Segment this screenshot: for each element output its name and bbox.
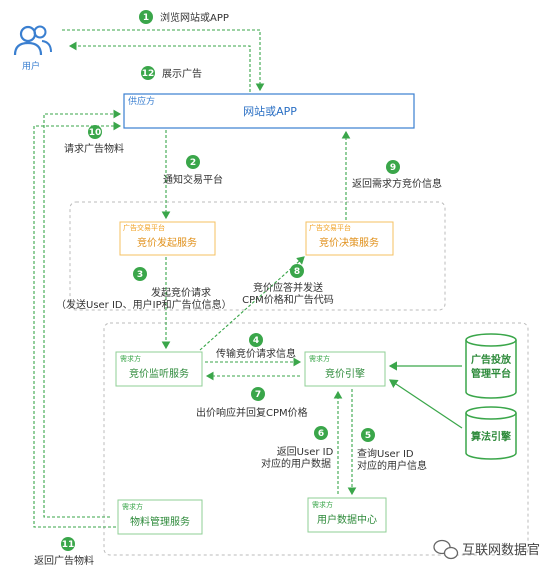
badge-6: 6 <box>314 426 328 440</box>
user-data-tag: 需求方 <box>312 500 333 509</box>
badge-5: 5 <box>361 428 375 442</box>
material-mgmt-box <box>117 499 203 535</box>
step-10-label: 请求广告物料 <box>64 142 124 155</box>
badge-8: 8 <box>290 264 304 278</box>
wechat-logo-icon <box>433 539 459 560</box>
supply-tag: 供应方 <box>128 95 155 107</box>
step-3-label-2: （发送User ID、用户IP和广告位信息） <box>56 298 232 311</box>
svg-text:3: 3 <box>137 270 143 280</box>
algo-engine-db-icon <box>465 406 517 460</box>
ad-platform-db-icon <box>465 333 517 399</box>
svg-text:7: 7 <box>255 390 261 400</box>
svg-text:2: 2 <box>190 158 196 168</box>
bid-engine-tag: 需求方 <box>309 354 330 363</box>
svg-text:10: 10 <box>89 128 102 138</box>
bid-engine-label: 竞价引擎 <box>325 367 365 380</box>
step-8-label-2: CPM价格和广告代码 <box>242 293 334 306</box>
material-mgmt-tag: 需求方 <box>122 502 143 511</box>
bid-listen-label: 竞价监听服务 <box>129 367 189 380</box>
svg-text:12: 12 <box>142 69 155 79</box>
badge-2: 2 <box>186 155 200 169</box>
step-9-label: 返回需求方竞价信息 <box>352 177 442 190</box>
arrow-12 <box>68 41 251 92</box>
supply-box <box>123 93 415 129</box>
ad-platform-label-2: 管理平台 <box>471 367 511 380</box>
bid-launch-box <box>119 221 216 256</box>
svg-text:6: 6 <box>318 429 324 439</box>
badge-4: 4 <box>249 333 263 347</box>
arrow-1 <box>62 29 265 92</box>
bid-launch-tag: 广告交易平台 <box>123 223 165 232</box>
bid-listen-box <box>115 351 203 387</box>
badge-1: 1 <box>139 10 153 24</box>
badge-11: 11 <box>61 537 75 551</box>
step-12-label: 展示广告 <box>162 67 202 80</box>
step-2-label: 通知交易平台 <box>163 173 223 186</box>
badge-12: 12 <box>141 66 155 80</box>
svg-text:5: 5 <box>365 431 371 441</box>
badge-10: 10 <box>88 125 102 139</box>
bid-listen-tag: 需求方 <box>120 354 141 363</box>
step-5-label-1: 查询User ID <box>357 447 414 460</box>
step-1-label: 浏览网站或APP <box>160 11 229 24</box>
arrow-10 <box>43 109 122 518</box>
exchange-region <box>69 201 446 311</box>
bid-decide-tag: 广告交易平台 <box>309 223 351 232</box>
svg-text:1: 1 <box>143 13 149 23</box>
arrow-algo <box>389 379 463 429</box>
user-label: 用户 <box>22 60 40 72</box>
badge-7: 7 <box>251 387 265 401</box>
ad-platform-label-1: 广告投放 <box>471 353 512 366</box>
algo-engine-label: 算法引擎 <box>470 430 511 443</box>
bid-decide-box <box>305 221 394 256</box>
step-8-label-1: 竞价应答并发送 <box>253 281 323 294</box>
demand-region <box>103 322 529 556</box>
svg-text:11: 11 <box>62 540 75 550</box>
bid-engine-box <box>304 351 386 387</box>
step-3-label-1: 发起竞价请求 <box>151 286 211 299</box>
watermark-text: 互联网数据官 <box>462 542 540 558</box>
material-mgmt-label: 物料管理服务 <box>130 515 190 528</box>
step-6-label-1: 返回User ID <box>277 446 334 458</box>
step-5-label-2: 对应的用户信息 <box>357 459 427 472</box>
badge-3: 3 <box>133 267 147 281</box>
arrow-11 <box>33 121 122 528</box>
user-data-box <box>307 497 387 533</box>
bid-decide-label: 竞价决策服务 <box>319 236 379 249</box>
bid-launch-label: 竞价发起服务 <box>137 236 197 249</box>
arrow-8 <box>199 256 305 351</box>
svg-text:8: 8 <box>294 267 300 277</box>
step-4-label: 传输竞价请求信息 <box>216 347 296 360</box>
badge-9: 9 <box>386 160 400 174</box>
svg-text:4: 4 <box>253 336 259 346</box>
user-data-label: 用户数据中心 <box>317 513 377 526</box>
user-icon <box>13 25 52 56</box>
step-11-label: 返回广告物料 <box>34 554 94 567</box>
step-6-label-2: 对应的用户数据 <box>261 457 331 470</box>
step-7-label: 出价响应并回复CPM价格 <box>196 406 308 419</box>
supply-title: 网站或APP <box>243 104 297 118</box>
svg-text:9: 9 <box>390 163 396 173</box>
